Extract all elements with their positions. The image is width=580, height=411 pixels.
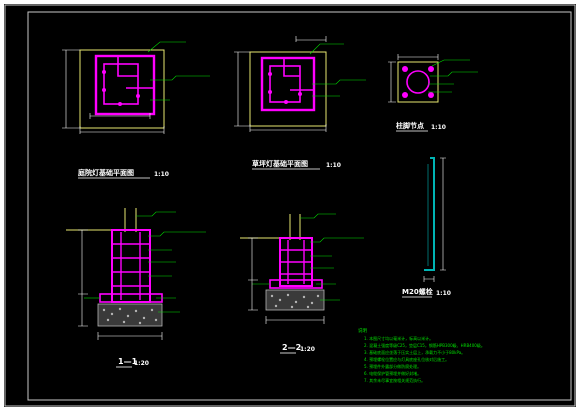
plan-b-cut-lines: [283, 58, 314, 91]
plan-b-anchor-bolts: [268, 72, 302, 104]
note-line: 6. 电缆保护管预埋并做好封堵。: [364, 370, 421, 376]
section-1-title: 1—1: [118, 357, 138, 366]
outer-frame: [4, 4, 576, 407]
note-line: 1. 本图尺寸均以毫米计，标高以米计。: [364, 335, 433, 341]
section-1-dimensions: [78, 229, 163, 340]
plan-b-dimensions: [234, 36, 327, 132]
note-line: 3. 基础底面应坐落于压实土层上，承载力不小于80kPa。: [364, 349, 465, 355]
note-line: 4. 预埋螺栓位置应与灯具底座孔位核对后施工。: [364, 356, 449, 362]
section-2: 2—2 1:20: [240, 213, 364, 354]
bolt-dimensions: [423, 157, 446, 282]
bolt-elevation: M20螺栓 1:10: [402, 157, 451, 298]
node-scale: 1:10: [431, 124, 446, 131]
section-2-gravel-cushion: [265, 289, 325, 311]
general-notes: 说明 1. 本图尺寸均以毫米计，标高以米计。 2. 混凝土强度等级C25，垫层C…: [358, 327, 485, 383]
section-2-dimensions: [248, 237, 325, 324]
note-line: 5. 预埋件外露部分做防腐处理。: [364, 363, 421, 369]
plan-a-title: 庭院灯基础平面图: [78, 168, 134, 177]
elevation-title: M20螺栓: [402, 287, 433, 296]
drawing-area: [4, 4, 576, 407]
section-2-leaders: [252, 213, 364, 301]
plan-a-scale: 1:10: [154, 171, 169, 178]
note-line: 7. 其余未尽事宜按相关规范执行。: [364, 377, 425, 383]
inner-frame: [27, 11, 572, 401]
plan-b: 草坪灯基础平面图 1:10: [234, 36, 366, 170]
plan-a-leaders: [147, 41, 210, 101]
plan-a-anchor-bolts: [102, 70, 140, 106]
node-pole-section: [406, 70, 430, 94]
note-line: 2. 混凝土强度等级C25，垫层C15，钢筋HPB300级、HRB400级。: [364, 342, 485, 348]
node-base-plate: [397, 61, 439, 103]
bolt-shape: [424, 157, 435, 271]
section-2-stirrups: [280, 240, 312, 284]
section-1-scale: 1:20: [134, 360, 149, 367]
notes-header: 说明: [358, 327, 367, 334]
plan-b-leaders: [309, 43, 366, 97]
section-1-leaders: [84, 211, 206, 313]
section-1: 1—1 1:20: [66, 208, 206, 368]
node-detail: 柱脚节点 1:10: [388, 54, 478, 132]
plan-a: 庭院灯基础平面图 1:10: [62, 41, 210, 179]
plan-a-rebar-cage: [94, 54, 156, 116]
node-title: 柱脚节点: [396, 121, 424, 130]
section-1-gravel-cushion: [97, 303, 163, 327]
plan-a-dimensions: [62, 49, 165, 134]
section-2-gravel-pattern: [270, 293, 320, 309]
node-bolt-holes: [402, 66, 434, 98]
section-2-scale: 1:20: [300, 346, 315, 353]
plan-b-scale: 1:10: [326, 162, 341, 169]
plan-b-title: 草坪灯基础平面图: [252, 159, 308, 168]
plan-a-pad-outline: [79, 49, 165, 129]
node-leaders: [428, 59, 478, 93]
elevation-scale: 1:10: [436, 290, 451, 297]
section-1-stirrups: [112, 232, 150, 300]
plan-b-pad-outline: [249, 51, 327, 127]
plan-a-cut-lines: [117, 56, 154, 89]
node-dimensions: [388, 54, 439, 103]
section-2-title: 2—2: [282, 343, 301, 352]
section-1-gravel-pattern: [102, 307, 158, 325]
